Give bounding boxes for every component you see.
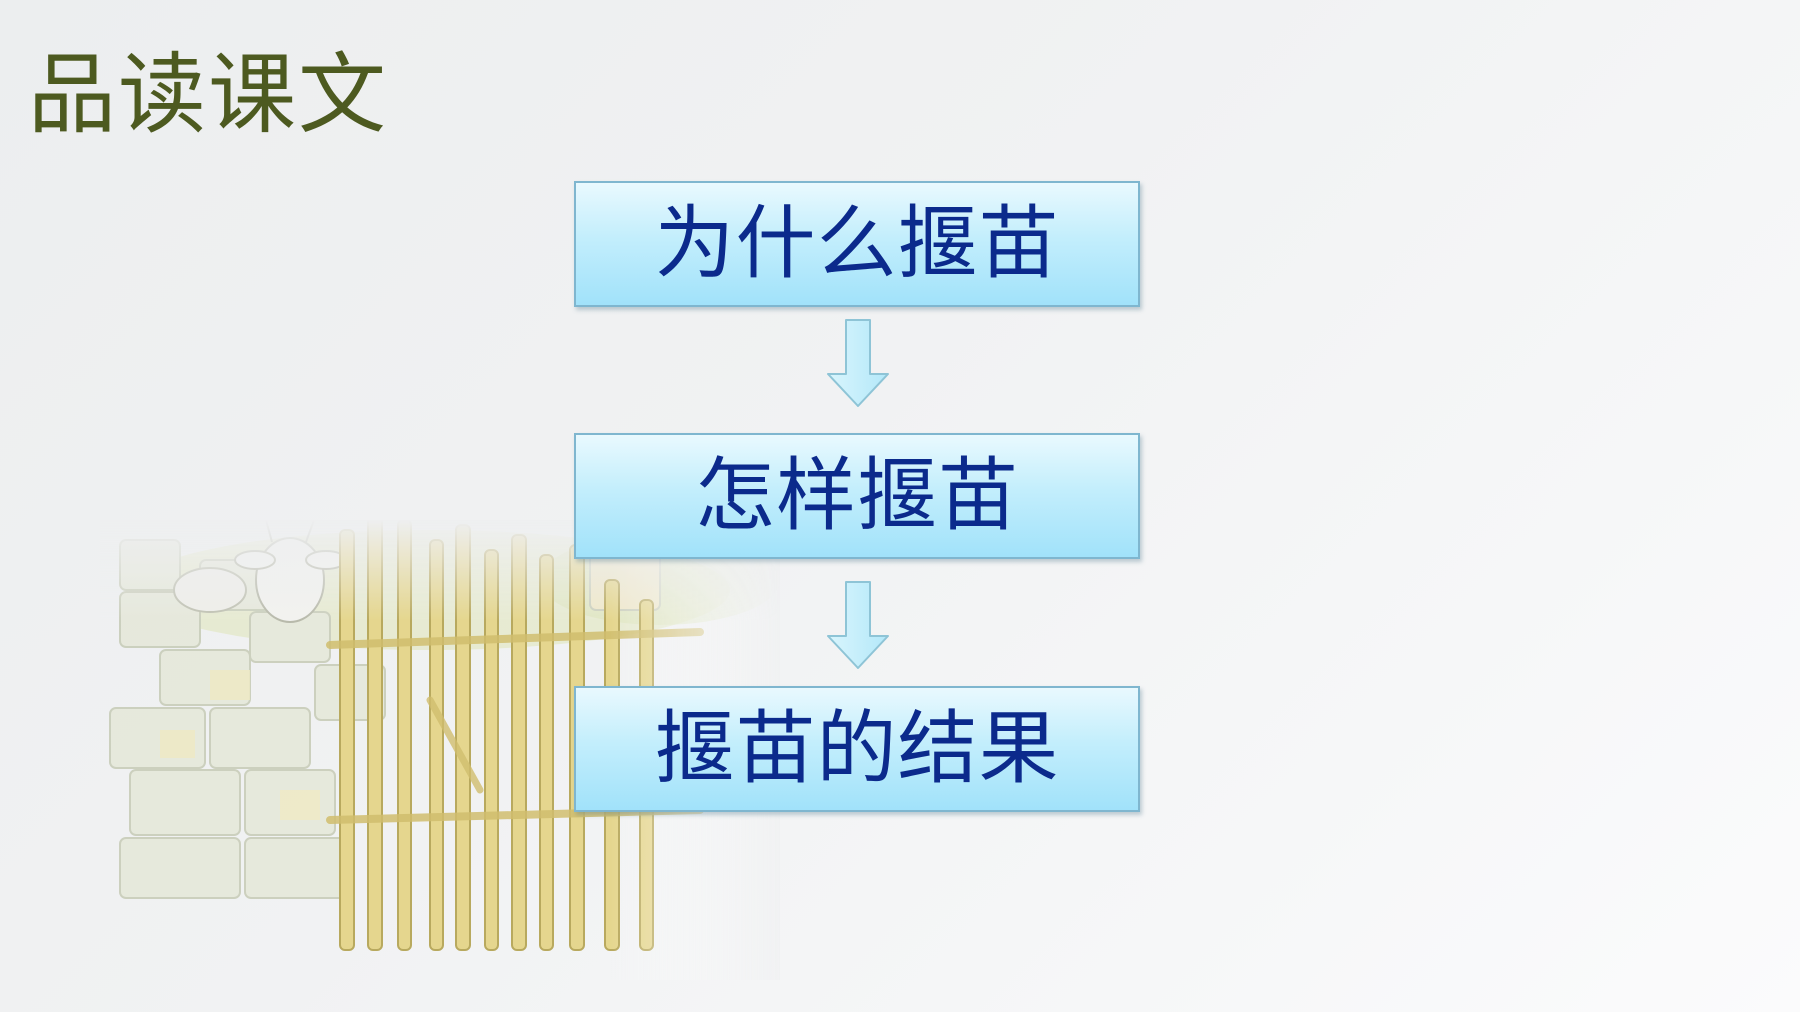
flow-step-how: 怎样揠苗 [574,433,1140,559]
flow-step-why-label: 为什么揠苗 [654,197,1060,290]
slide-title: 品读课文 [28,43,389,146]
arrow-down-icon [827,319,889,407]
flow-step-result: 揠苗的结果 [574,686,1140,812]
flow-step-result-label: 揠苗的结果 [654,702,1060,795]
flow-step-why: 为什么揠苗 [574,181,1140,307]
flow-step-how-label: 怎样揠苗 [695,449,1019,542]
arrow-down-icon [827,581,889,669]
